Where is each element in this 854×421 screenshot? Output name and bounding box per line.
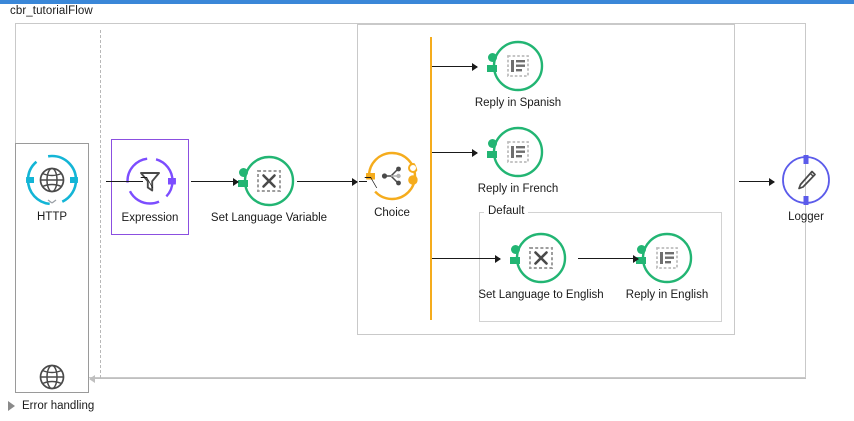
globe-icon [36, 164, 68, 196]
default-route-label: Default [484, 205, 529, 217]
document-icon [502, 50, 534, 82]
default-route-container[interactable] [479, 212, 722, 322]
choice-branch-spine [430, 37, 432, 320]
connector-into-choice [359, 181, 367, 182]
input-pin-bar [636, 257, 646, 264]
logger-node-ring [782, 155, 830, 205]
http-node-ring [26, 154, 78, 206]
connector-error-return [89, 374, 806, 383]
window-accent-bar [0, 0, 854, 4]
error-handling-label: Error handling [22, 400, 95, 412]
triangle-right-icon[interactable] [8, 401, 15, 411]
connector-branch-spanish [432, 63, 478, 71]
flow-title: cbr_tutorialFlow [10, 5, 93, 17]
input-pin-dot [488, 139, 497, 148]
document-icon [502, 136, 534, 168]
node-set-language-variable-label: Set Language Variable [210, 212, 328, 224]
node-reply-french-label: Reply in French [477, 183, 559, 195]
branch-icon [376, 160, 408, 192]
node-set-language-english-label: Set Language to English [478, 289, 604, 301]
input-pin-bar [238, 180, 248, 187]
error-handling-section[interactable]: Error handling [8, 400, 94, 412]
connector-expression-to-setlang [191, 178, 239, 186]
input-pin-dot [488, 53, 497, 62]
pencil-icon [790, 164, 822, 196]
input-pin-dot [239, 168, 248, 177]
variable-icon [525, 242, 557, 274]
node-choice-label: Choice [374, 207, 410, 219]
input-pin-bar [487, 65, 497, 72]
globe-icon [36, 361, 68, 393]
node-http-label: HTTP [36, 211, 68, 223]
node-logger-label: Logger [788, 211, 824, 223]
connector-setlang-to-choice [297, 178, 358, 186]
input-pin-dot [637, 245, 646, 254]
node-reply-spanish-label: Reply in Spanish [474, 97, 562, 109]
node-expression-label: Expression [121, 212, 179, 224]
input-pin-bar [487, 151, 497, 158]
node-reply-english-label: Reply in English [625, 289, 709, 301]
document-icon [651, 242, 683, 274]
connector-scope-to-logger [739, 178, 775, 186]
connector-branch-default [432, 255, 501, 263]
source-process-divider [100, 30, 101, 378]
connector-http-to-expression [106, 181, 143, 182]
input-pin-bar [510, 257, 520, 264]
variable-icon [253, 165, 285, 197]
connector-setlangen-to-replyen [578, 255, 639, 263]
input-pin-dot [511, 245, 520, 254]
connector-branch-french [432, 149, 478, 157]
